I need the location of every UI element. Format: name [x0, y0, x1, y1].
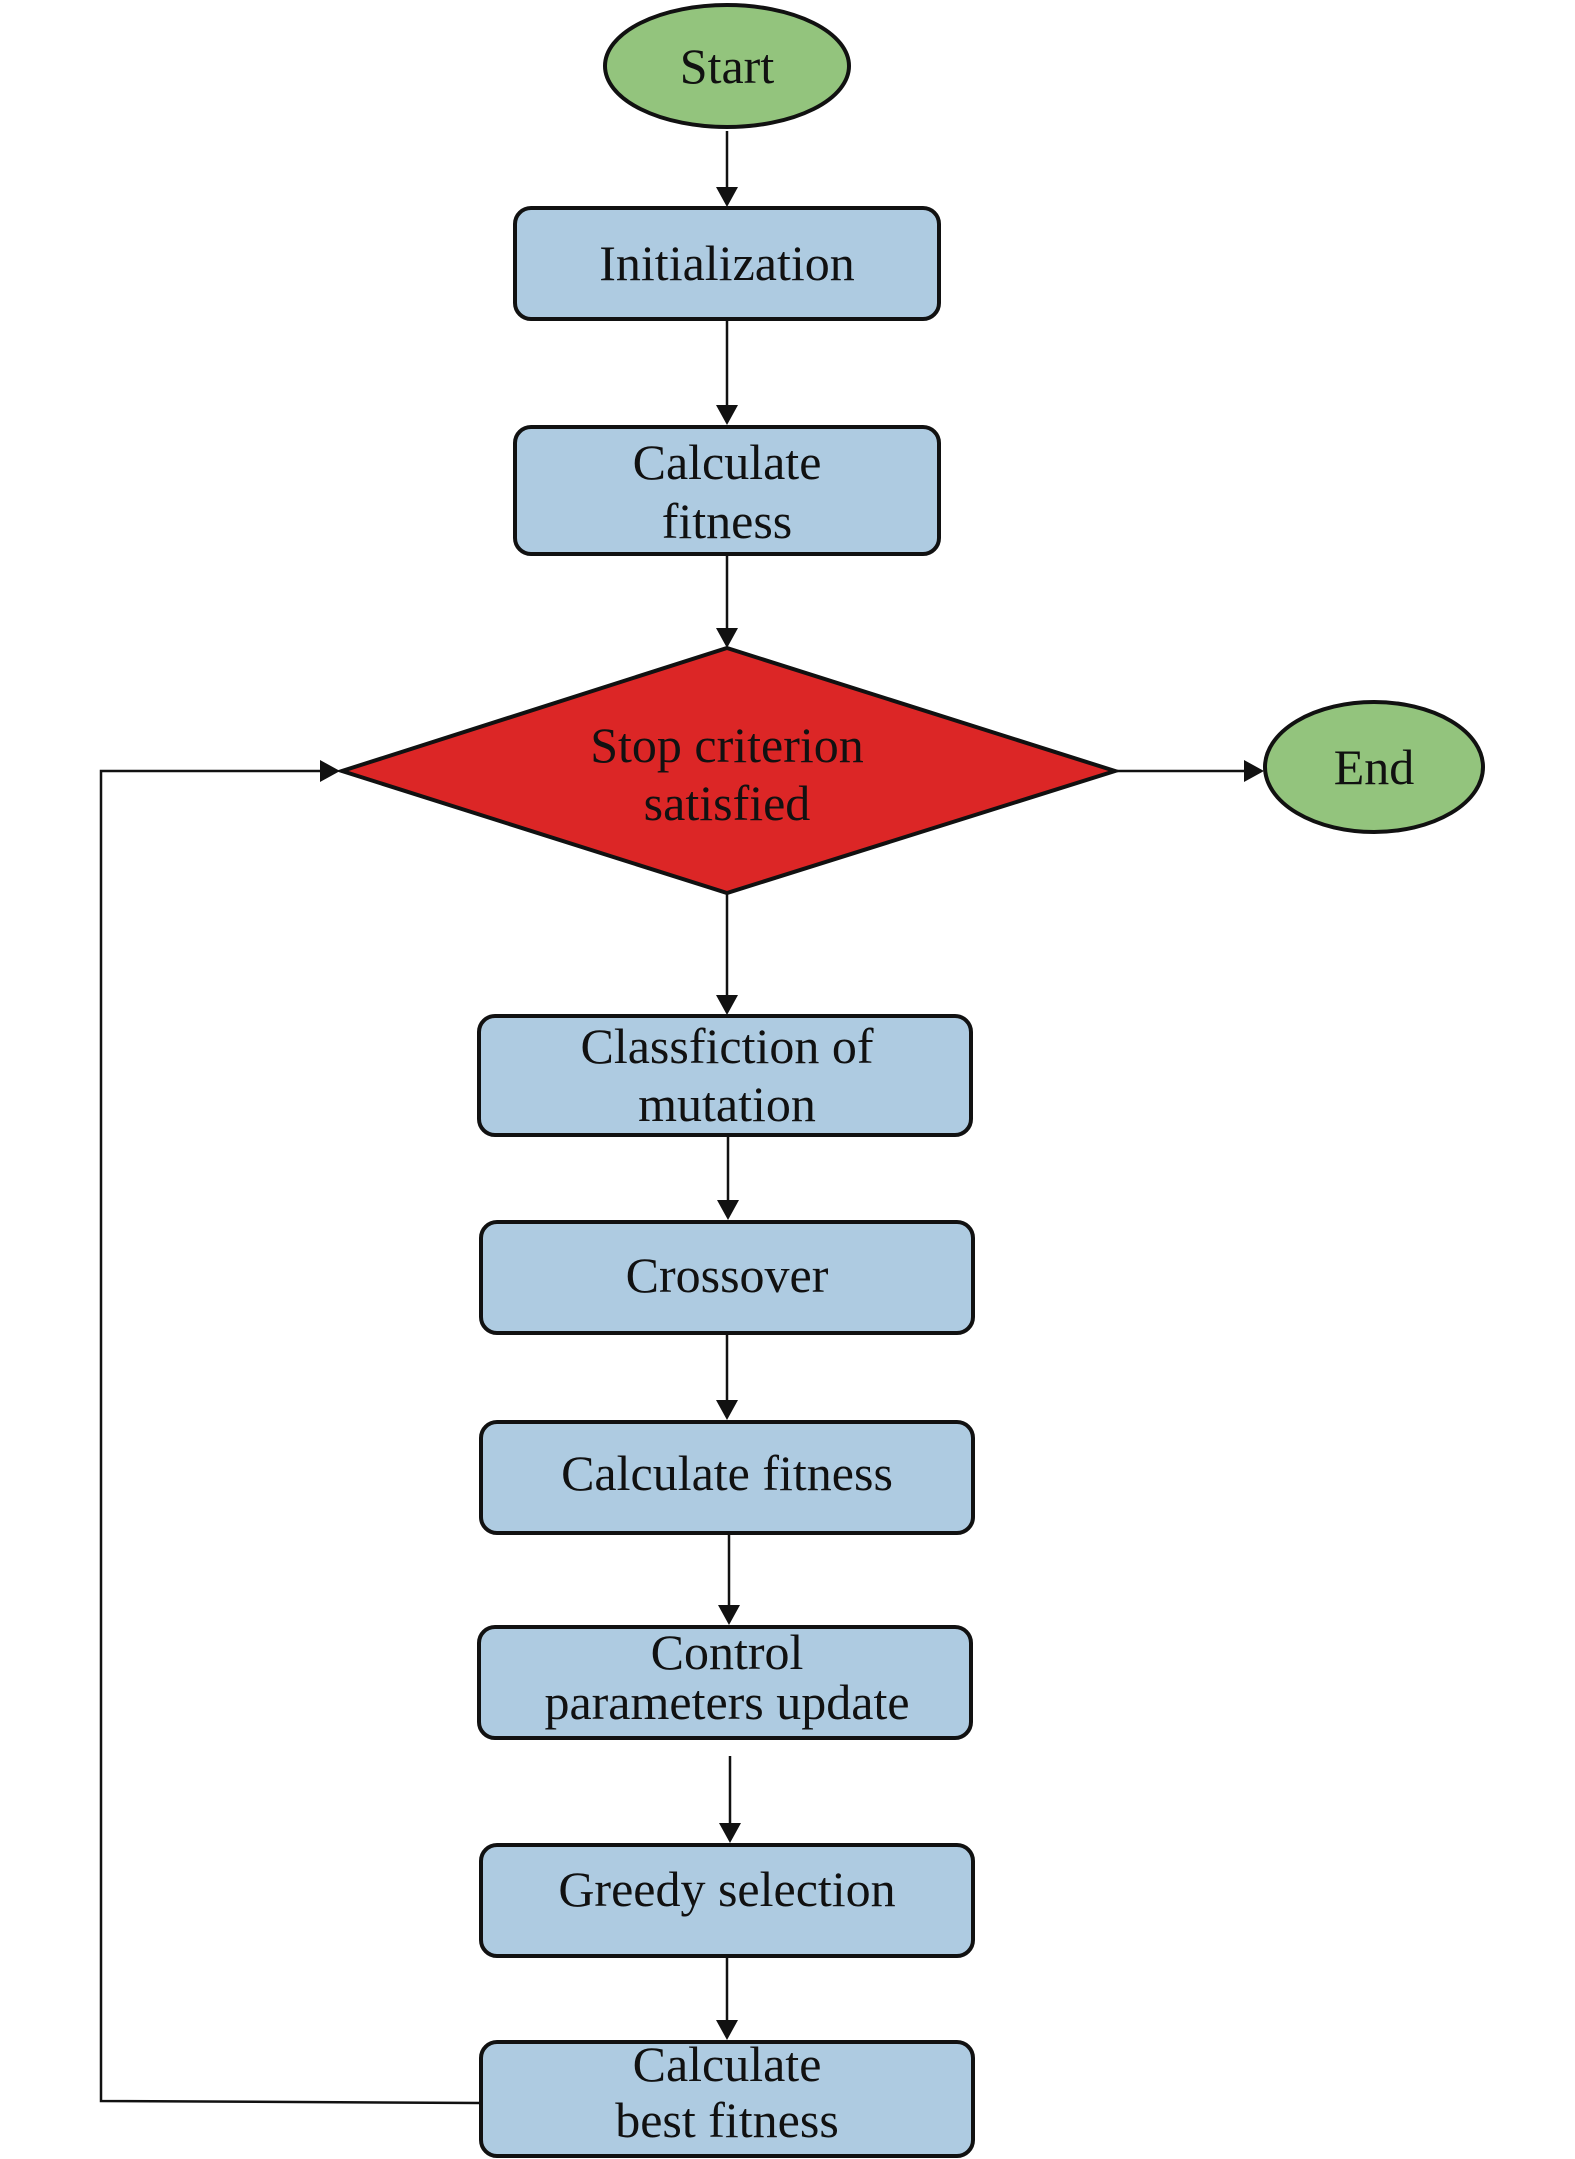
stop-criterion-label-line2: satisfied: [644, 775, 811, 831]
initialization-node: Initialization: [513, 206, 941, 321]
greedy-selection-node: Greedy selection: [479, 1843, 975, 1958]
arrowhead-crossover: [717, 1200, 739, 1220]
arrowhead-classification: [716, 995, 738, 1015]
calc-fitness-2-node: Calculate fitness: [479, 1420, 975, 1535]
classification-node: Classfiction of mutation: [477, 1014, 973, 1137]
arrowhead-stop-top: [716, 628, 738, 648]
classification-label-line1: Classfiction of: [580, 1018, 873, 1074]
arrowhead-control: [718, 1605, 740, 1625]
calc-best-fitness-label-line1: Calculate: [633, 2036, 822, 2092]
arrowhead-initialization: [716, 187, 738, 207]
calc-best-fitness-node: Calculate best fitness: [479, 2036, 975, 2158]
calc-best-fitness-label-line2: best fitness: [615, 2092, 839, 2148]
calc-fitness-label-line2: fitness: [662, 493, 793, 549]
crossover-node: Crossover: [479, 1220, 975, 1335]
arrowhead-best-fitness: [716, 2020, 738, 2040]
end-label: End: [1334, 739, 1415, 795]
calc-fitness-node: Calculate fitness: [513, 425, 941, 556]
connectors: [99, 131, 1264, 2105]
arrowhead-end: [1244, 760, 1264, 782]
end-node: End: [1263, 700, 1485, 834]
arrowhead-calc-fitness: [716, 405, 738, 425]
crossover-label: Crossover: [626, 1247, 829, 1303]
control-update-label-line1: Control: [651, 1624, 804, 1680]
start-label: Start: [680, 38, 775, 94]
stop-criterion-decision: Stop criterion satisfied: [335, 645, 1122, 896]
edge-loop-back: [99, 769, 482, 2105]
stop-criterion-label-line1: Stop criterion: [590, 717, 864, 773]
arrowhead-loop-back: [320, 760, 340, 782]
classification-label-line2: mutation: [638, 1076, 816, 1132]
greedy-selection-label: Greedy selection: [558, 1861, 895, 1917]
calc-fitness-2-label: Calculate fitness: [561, 1445, 893, 1501]
calc-fitness-label-line1: Calculate: [633, 434, 822, 490]
arrowhead-calc-fitness-2: [716, 1400, 738, 1420]
arrowhead-greedy: [719, 1823, 741, 1843]
control-update-label-line2: parameters update: [544, 1674, 909, 1730]
initialization-label: Initialization: [599, 235, 854, 291]
start-node: Start: [603, 3, 851, 129]
control-update-node: Control parameters update: [477, 1624, 973, 1740]
